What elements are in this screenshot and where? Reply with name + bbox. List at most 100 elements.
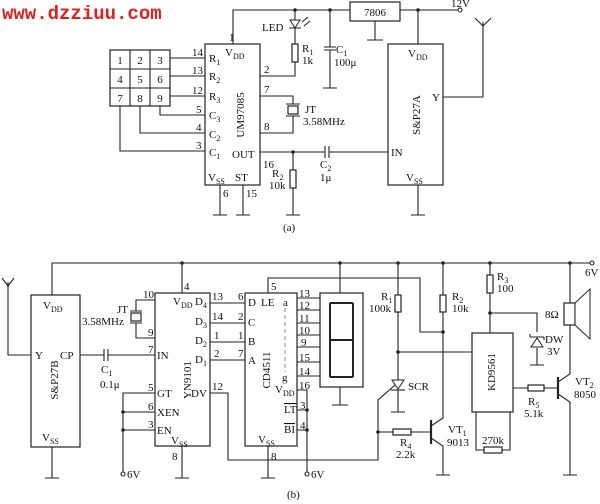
label-main: D (195, 296, 203, 308)
cd4511-chip (244, 292, 298, 447)
label-b-cd-vdd: VDD (275, 384, 295, 398)
crystal-icon-b (130, 299, 155, 339)
label-a-p6: 6 (223, 188, 229, 200)
label-b-xen: XEN (157, 407, 180, 419)
label-b-p4: 4 (184, 281, 190, 293)
label-main: V (43, 300, 51, 312)
label-main: R (209, 91, 217, 103)
label-b-cd-vss: VSS (258, 434, 275, 448)
label-main: V (171, 435, 179, 447)
label-main: R (528, 396, 536, 408)
label-b-jt: JT (117, 304, 128, 316)
keypad-key-9: 9 (157, 93, 163, 105)
yn9101-chip (154, 292, 211, 447)
label-subscript: 3 (203, 321, 207, 330)
label-b-dv: DV (191, 388, 207, 400)
label-a-R2: R2 (272, 168, 283, 182)
keypad-key-1: 1 (117, 55, 123, 67)
keypad (109, 49, 171, 107)
resistor-270k (483, 446, 503, 454)
label-a-reg: 7806 (364, 7, 387, 19)
label-b-o12: 12 (299, 300, 310, 312)
label-a-tx-vdd: VDD (408, 48, 428, 62)
label-a-r1: R1 (209, 53, 220, 67)
label-subscript: 4 (407, 442, 411, 451)
label-b-g: g (282, 372, 288, 384)
label-b-R5v: 5.1k (524, 408, 544, 420)
label-b-lt: LT (284, 404, 297, 416)
label-a-tx: S&P27A (411, 95, 423, 135)
label-b-6v3: 6V (585, 267, 599, 279)
keypad-wires (119, 57, 205, 152)
label-main: R (381, 291, 389, 303)
label-main: C (209, 129, 216, 141)
label-a-st: ST (235, 172, 248, 184)
led-icon (289, 16, 311, 29)
label-subscript: 2 (590, 381, 594, 390)
label-main: V (225, 47, 233, 59)
label-b-d1: D1 (195, 354, 207, 368)
watermark: www.dzziuu.com (2, 3, 162, 25)
label-subscript: 2 (216, 134, 220, 143)
label-b-scr: SCR (408, 381, 429, 393)
label-subscript: SS (179, 440, 188, 449)
label-b-rx-vss: VSS (42, 432, 59, 446)
sp27a-chip (387, 43, 444, 186)
resistor-r3 (486, 274, 494, 294)
label-b-R2: R2 (452, 291, 463, 305)
resistor-r5 (527, 384, 545, 392)
supply-wires-a (232, 9, 458, 89)
label-b-p5: 5 (148, 382, 154, 394)
label-b-vt2v: 8050 (574, 389, 597, 401)
label-b-p13: 13 (212, 291, 224, 303)
label-b-kd: KD9561 (486, 353, 498, 391)
label-b-p3: 3 (148, 419, 154, 431)
label-b-dwv: 3V (547, 346, 561, 358)
label-subscript: DD (416, 53, 428, 62)
label-main: C (320, 159, 327, 171)
label-main: V (258, 434, 266, 446)
label-b-o10: 10 (299, 325, 311, 337)
um97085-chip (204, 43, 261, 186)
label-b-cap: (b) (287, 489, 300, 501)
keypad-key-5: 5 (137, 74, 143, 86)
label-subscript: 2 (459, 296, 463, 305)
label-main: VT (448, 424, 463, 436)
label-a-p16: 16 (263, 159, 275, 171)
label-subscript: SS (266, 439, 275, 448)
label-b-R4: R4 (400, 437, 411, 451)
label-a-out: OUT (232, 149, 255, 161)
label-b-c5: 5 (271, 281, 277, 293)
label-a-12v: 12V (451, 0, 470, 10)
label-b-en: EN (157, 425, 172, 437)
label-a-jt: JT (305, 104, 316, 116)
label-b-d2: D2 (195, 335, 207, 349)
label-main: C (336, 44, 343, 56)
label-b-cd: CD4511 (261, 352, 273, 389)
label-b-jtv: 3.58MHz (82, 316, 124, 328)
supply-rail-b (51, 262, 590, 295)
label-subscript: 5 (535, 401, 539, 410)
label-main: R (452, 291, 460, 303)
label-main: C (209, 110, 216, 122)
label-subscript: 1 (216, 152, 220, 161)
label-b-c1: 1 (238, 330, 244, 342)
label-b-B: B (248, 336, 255, 348)
regulator-7806 (349, 1, 401, 22)
label-b-C1v: 0.1μ (100, 379, 120, 391)
label-subscript: 1 (309, 48, 313, 57)
keypad-key-7: 7 (117, 93, 123, 105)
label-main: R (209, 53, 217, 65)
label-main: VT (575, 376, 590, 388)
label-subscript: DD (51, 305, 63, 314)
label-a-jtv: 3.58MHz (303, 116, 345, 128)
label-b-yn-vss: VSS (171, 435, 188, 449)
label-b-R3v: 100 (497, 283, 514, 295)
label-a-p7: 7 (264, 84, 270, 96)
label-a-C2: C2 (320, 159, 331, 173)
label-subscript: 3 (216, 115, 220, 124)
label-b-D: D (248, 297, 256, 309)
label-a-p3: 3 (196, 140, 202, 152)
